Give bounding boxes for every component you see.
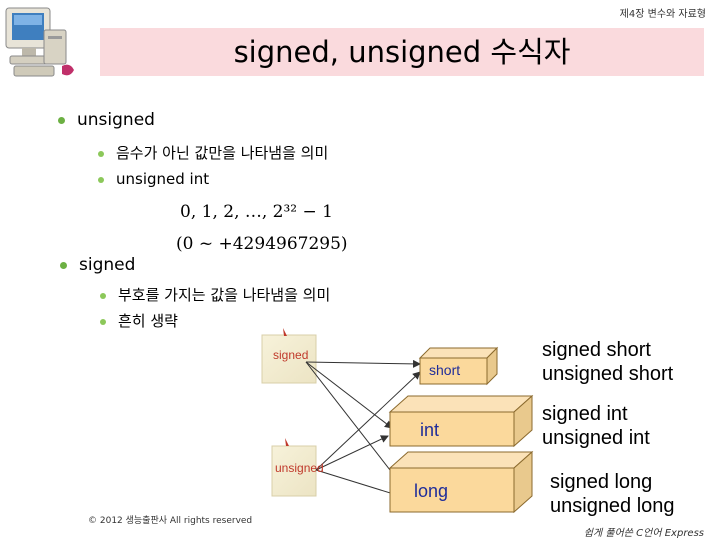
footer-copyright: © 2012 생능출판사 All rights reserved <box>88 516 253 526</box>
pin-icon <box>285 438 289 446</box>
footer-book-title: 쉽게 풀어쓴 C언어 Express <box>583 528 704 539</box>
sub-bullet: 흔히 생략 <box>100 310 178 331</box>
page-title: signed, unsigned 수식자 <box>233 35 571 69</box>
bullet-dot-icon <box>98 150 104 157</box>
type-list-short: signed short unsigned short <box>542 339 674 385</box>
mapping-arrows <box>305 359 421 498</box>
bullet-dot-icon <box>100 318 106 325</box>
sub-bullet: 음수가 아닌 값만을 나타냄을 의미 <box>98 142 328 163</box>
bullet-dot-icon <box>98 176 104 183</box>
bullet-dot-icon <box>100 292 106 299</box>
unsigned-note <box>271 438 317 497</box>
sub-bullet: unsigned int <box>98 170 209 188</box>
bullet-dot-icon <box>58 116 65 124</box>
bullet-label: signed <box>79 255 136 275</box>
type-list-int: signed int unsigned int <box>542 403 650 449</box>
formula-range: 0, 1, 2, …, 2³² − 1 <box>180 202 333 222</box>
sub-bullet: 부호를 가지는 값을 나타냄을 의미 <box>100 284 330 305</box>
short-box <box>418 346 499 386</box>
chapter-label: 제4장 변수와 자료형 <box>619 9 706 20</box>
long-box <box>388 450 534 514</box>
int-box <box>388 394 534 448</box>
box-label-long: long <box>414 481 449 501</box>
box-label-int: int <box>420 420 440 440</box>
pin-icon <box>283 328 287 336</box>
bullet-signed: signed <box>60 255 135 275</box>
title-band <box>100 28 704 76</box>
bullet-label: unsigned <box>77 110 155 130</box>
signed-note <box>261 328 317 384</box>
source-label-signed: signed <box>273 348 309 362</box>
bullet-dot-icon <box>60 261 67 269</box>
formula-values: (0 ~ +4294967295) <box>176 234 348 254</box>
box-label-short: short <box>429 362 461 378</box>
source-label-unsigned: unsigned <box>275 461 324 475</box>
computer-clipart-icon <box>5 7 74 77</box>
bullet-unsigned: unsigned <box>58 110 155 130</box>
type-list-long: signed long unsigned long <box>550 471 675 517</box>
